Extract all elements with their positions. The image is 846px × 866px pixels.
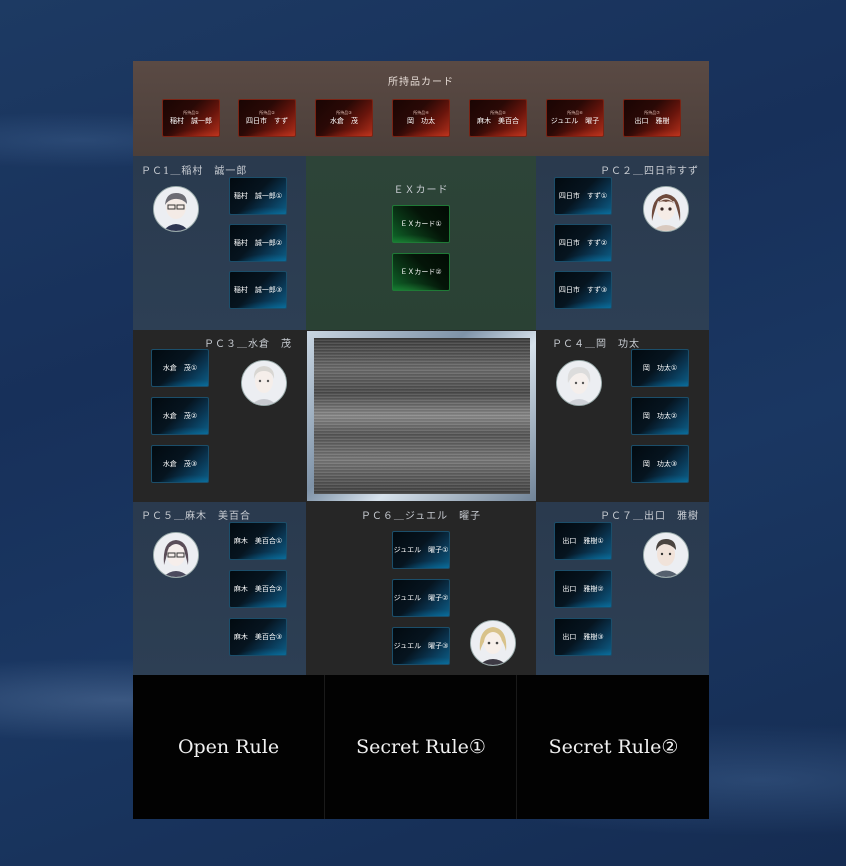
pc4-card-2[interactable]: 岡 功太② xyxy=(631,397,689,435)
pc1-card-1[interactable]: 稲村 誠一郎① xyxy=(229,177,287,215)
pc7-card-1[interactable]: 出口 雅樹① xyxy=(554,522,612,560)
pc4-area: ＰＣ４＿岡 功太 岡 功太① 岡 功太② 岡 功太③ xyxy=(536,330,709,502)
pc6-area: ＰＣ６＿ジュエル 曜子 ジュエル 曜子① ジュエル 曜子② ジュエル 曜子③ xyxy=(306,502,536,675)
pc1-avatar xyxy=(153,186,199,232)
pc1-area: ＰＣ1＿稲村 誠一郎 稲村 誠一郎① 稲村 誠一郎② 稲村 誠一郎③ xyxy=(133,156,306,330)
pc5-card-2[interactable]: 麻木 美百合② xyxy=(229,570,287,608)
ex-card-area: ＥＸカード ＥＸカード① ＥＸカード② xyxy=(306,156,536,330)
pc2-card-2[interactable]: 四日市 すず② xyxy=(554,224,612,262)
pc3-card-1[interactable]: 水倉 茂① xyxy=(151,349,209,387)
pc6-card-1[interactable]: ジュエル 曜子① xyxy=(392,531,450,569)
pc6-avatar xyxy=(470,620,516,666)
pc5-title: ＰＣ５＿麻木 美百合 xyxy=(141,511,251,522)
pc5-avatar xyxy=(153,532,199,578)
pc7-card-3[interactable]: 出口 雅樹③ xyxy=(554,618,612,656)
pc4-card-3[interactable]: 岡 功太③ xyxy=(631,445,689,483)
monitor-static-screen xyxy=(314,338,530,494)
secret-rule-1-button[interactable]: Secret Rule① xyxy=(324,675,517,819)
pc2-title: ＰＣ２＿四日市すず xyxy=(600,166,699,177)
pc7-area: ＰＣ７＿出口 雅樹 出口 雅樹① 出口 雅樹② 出口 雅樹③ xyxy=(536,502,709,675)
open-rule-button[interactable]: Open Rule xyxy=(177,736,280,758)
pc3-avatar xyxy=(241,360,287,406)
pc1-title: ＰＣ1＿稲村 誠一郎 xyxy=(141,166,248,177)
pc1-card-2[interactable]: 稲村 誠一郎② xyxy=(229,224,287,262)
ex-card-2[interactable]: ＥＸカード② xyxy=(392,253,450,291)
pc5-area: ＰＣ５＿麻木 美百合 麻木 美百合① 麻木 美百合② 麻木 美百合③ xyxy=(133,502,306,675)
rules-area: Open Rule Secret Rule① Secret Rule② xyxy=(133,675,709,819)
pc1-card-3[interactable]: 稲村 誠一郎③ xyxy=(229,271,287,309)
secret-rule-2-button[interactable]: Secret Rule② xyxy=(516,675,710,819)
pc7-avatar xyxy=(643,532,689,578)
pc3-title: ＰＣ３＿水倉 茂 xyxy=(204,339,292,350)
pc5-card-3[interactable]: 麻木 美百合③ xyxy=(229,618,287,656)
pc4-avatar xyxy=(556,360,602,406)
pc2-area: ＰＣ２＿四日市すず 四日市 すず① 四日市 すず② 四日市 すず③ xyxy=(536,156,709,330)
item-area-title: 所持品カード xyxy=(388,77,454,88)
pc3-card-2[interactable]: 水倉 茂② xyxy=(151,397,209,435)
pc2-card-1[interactable]: 四日市 すず① xyxy=(554,177,612,215)
pc5-card-1[interactable]: 麻木 美百合① xyxy=(229,522,287,560)
ex-area-title: ＥＸカード xyxy=(393,185,449,196)
ex-card-1[interactable]: ＥＸカード① xyxy=(392,205,450,243)
pc3-area: ＰＣ３＿水倉 茂 水倉 茂① 水倉 茂② 水倉 茂③ xyxy=(133,330,306,502)
pc7-card-2[interactable]: 出口 雅樹② xyxy=(554,570,612,608)
center-monitor xyxy=(307,331,537,501)
pc6-title: ＰＣ６＿ジュエル 曜子 xyxy=(360,511,482,522)
pc6-card-3[interactable]: ジュエル 曜子③ xyxy=(392,627,450,665)
pc7-title: ＰＣ７＿出口 雅樹 xyxy=(600,511,699,522)
pc3-card-3[interactable]: 水倉 茂③ xyxy=(151,445,209,483)
pc4-title: ＰＣ４＿岡 功太 xyxy=(552,339,640,350)
pc4-card-1[interactable]: 岡 功太① xyxy=(631,349,689,387)
pc2-card-3[interactable]: 四日市 すず③ xyxy=(554,271,612,309)
pc2-avatar xyxy=(643,186,689,232)
pc6-card-2[interactable]: ジュエル 曜子② xyxy=(392,579,450,617)
